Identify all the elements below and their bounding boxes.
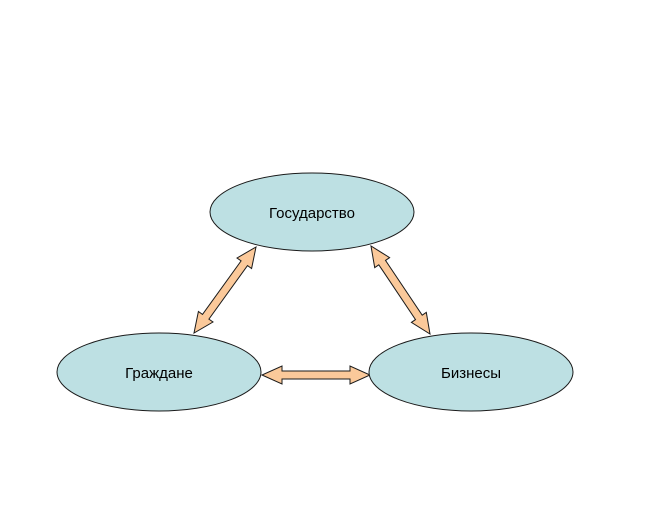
node-state-label: Государство xyxy=(269,205,355,222)
arrow-citizens-businesses xyxy=(260,365,372,385)
node-state-ellipse xyxy=(209,172,415,252)
arrow-state-citizens xyxy=(193,246,257,334)
node-state: Государство xyxy=(209,172,415,252)
node-businesses-label: Бизнесы xyxy=(441,365,501,382)
node-citizens-ellipse xyxy=(56,332,262,412)
arrow-state-businesses xyxy=(370,244,431,336)
node-citizens-label: Граждане xyxy=(125,365,193,382)
node-businesses-ellipse xyxy=(368,332,574,412)
node-citizens: Граждане xyxy=(56,332,262,412)
node-businesses: Бизнесы xyxy=(368,332,574,412)
